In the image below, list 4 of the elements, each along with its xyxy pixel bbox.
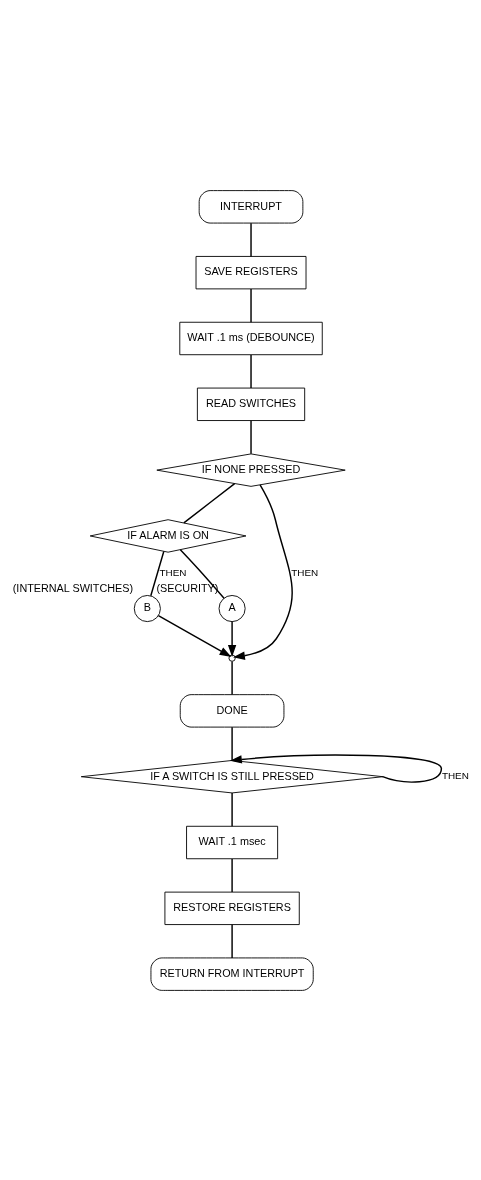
edge-label: THEN bbox=[159, 566, 187, 578]
edge-label: THEN bbox=[291, 566, 319, 578]
edge-label: THEN bbox=[441, 769, 469, 781]
node-label: (INTERNAL SWITCHES) bbox=[12, 581, 134, 594]
